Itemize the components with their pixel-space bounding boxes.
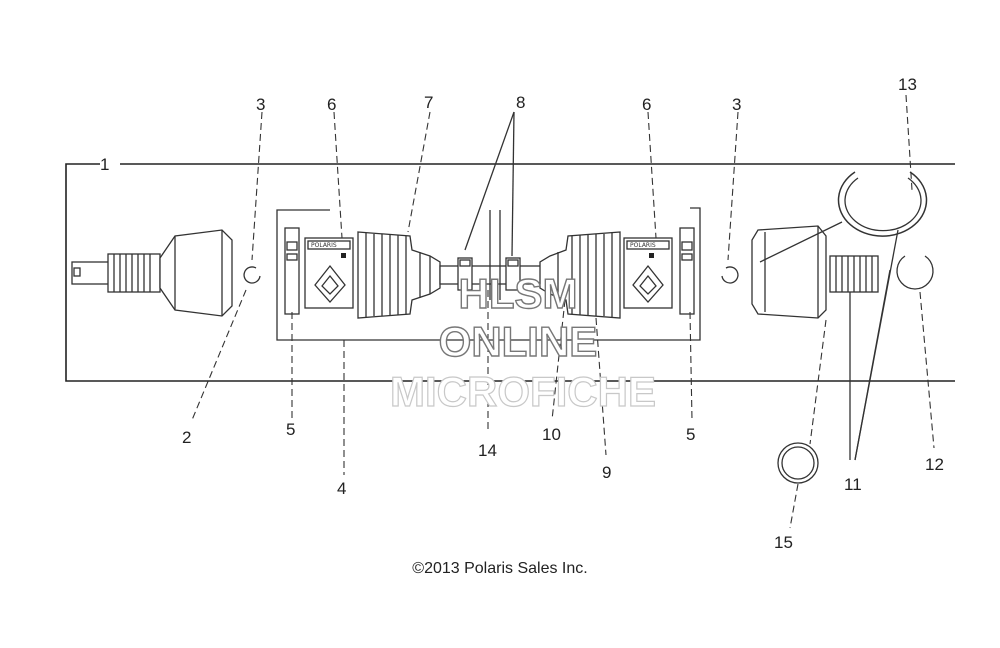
callout-7: 7 — [424, 93, 433, 112]
small-snap-ring — [896, 255, 934, 290]
right-clamp — [679, 227, 695, 315]
right-cv-boot — [539, 231, 621, 319]
inboard-joint-housing — [751, 225, 827, 319]
callout-12: 12 — [925, 455, 944, 474]
callout-3-left: 3 — [256, 95, 265, 114]
callout-2: 2 — [182, 428, 191, 447]
callout-10: 10 — [542, 425, 561, 444]
center-shaft — [439, 210, 567, 300]
copyright-notice: ©2013 Polaris Sales Inc. — [412, 560, 588, 577]
callout-13: 13 — [898, 75, 917, 94]
callout-numbers: 1 2 3 3 4 5 5 6 6 7 8 9 10 11 12 13 14 1… — [100, 75, 944, 552]
callout-5-left: 5 — [286, 420, 295, 439]
callout-6-right: 6 — [642, 95, 651, 114]
watermark: HLSM ONLINE MICROFICHE — [389, 269, 656, 415]
callout-1: 1 — [100, 155, 109, 174]
left-clamp — [284, 227, 300, 315]
callout-14: 14 — [478, 441, 497, 460]
right-circlip — [721, 266, 739, 284]
callout-11: 11 — [844, 475, 862, 494]
watermark-line-3: MICROFICHE — [390, 368, 656, 415]
left-circlip — [243, 266, 261, 284]
outboard-cv-joint — [71, 229, 233, 317]
watermark-line-1: HLSM — [459, 270, 578, 317]
callout-9: 9 — [602, 463, 611, 482]
inboard-splined-stub — [829, 255, 879, 293]
left-boot-label: POLARIS — [304, 237, 354, 309]
watermark-line-2: ONLINE — [439, 318, 598, 365]
svg-text:POLARIS: POLARIS — [311, 242, 337, 249]
callout-5-right: 5 — [686, 425, 695, 444]
svg-text:POLARIS: POLARIS — [630, 242, 656, 249]
callout-15: 15 — [774, 533, 793, 552]
leader-lines — [191, 94, 935, 529]
right-boot-label: POLARIS — [623, 237, 673, 309]
callout-4: 4 — [337, 479, 346, 498]
left-cv-boot — [357, 231, 441, 319]
callout-3-right: 3 — [732, 95, 741, 114]
callout-6-left: 6 — [327, 95, 336, 114]
loose-ring — [777, 442, 819, 484]
large-snap-ring — [837, 171, 928, 237]
callout-8: 8 — [516, 93, 525, 112]
assembly-frame — [65, 163, 955, 382]
